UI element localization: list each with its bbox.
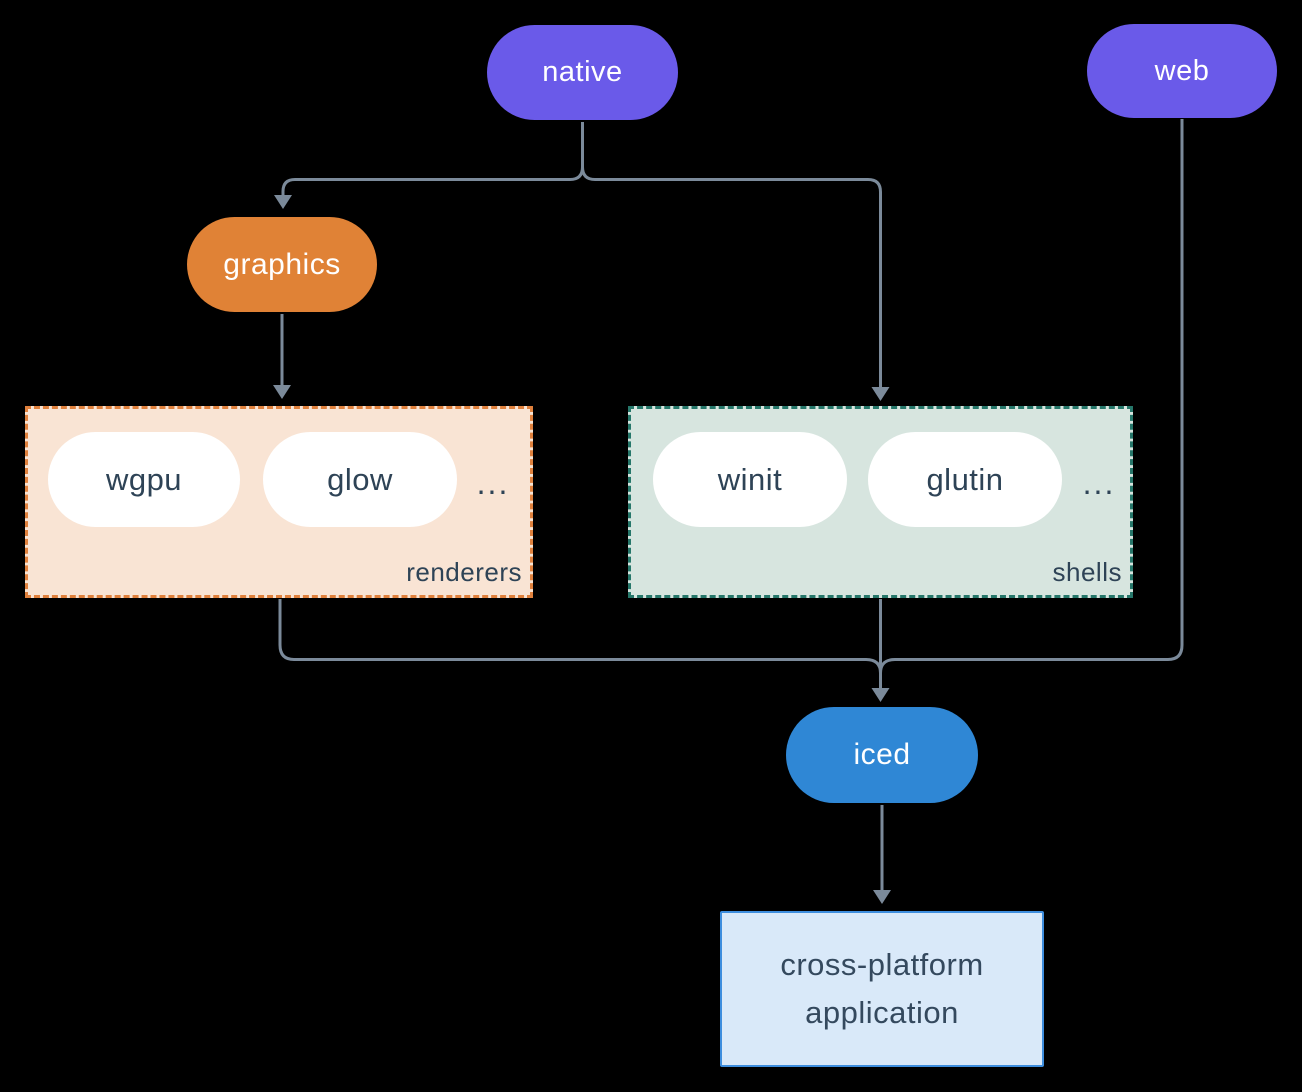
- node-native-label: native: [542, 56, 623, 88]
- shells-group-label: shells: [1052, 557, 1122, 587]
- node-glow: glow: [263, 432, 457, 527]
- shells-ellipsis: ...: [1082, 465, 1116, 501]
- node-wgpu: wgpu: [48, 432, 240, 527]
- node-winit: winit: [653, 432, 847, 527]
- node-glutin: glutin: [868, 432, 1062, 527]
- node-iced: iced: [786, 707, 978, 803]
- arrowhead-renderers: [273, 385, 291, 399]
- node-web: web: [1087, 24, 1277, 118]
- node-iced-label: iced: [853, 738, 911, 771]
- arrowheads: [273, 195, 891, 904]
- renderers-ellipsis: ...: [476, 465, 510, 501]
- node-cross-platform-application: cross-platform application: [720, 911, 1044, 1067]
- edge-web-to-junction: [879, 119, 1184, 674]
- edge-native-to-graphics: [281, 122, 584, 196]
- node-wgpu-label: wgpu: [105, 461, 183, 497]
- node-winit-label: winit: [717, 461, 783, 497]
- arrowhead-shells: [871, 387, 890, 401]
- node-native: native: [487, 25, 678, 120]
- edge-native-to-shells: [581, 122, 882, 388]
- edge-renderers-to-junction: [278, 599, 882, 674]
- arrowhead-graphics: [274, 195, 292, 209]
- arrowhead-iced: [871, 688, 890, 702]
- node-graphics: graphics: [187, 217, 377, 312]
- node-web-label: web: [1154, 54, 1210, 87]
- node-glutin-label: glutin: [926, 461, 1004, 497]
- node-glow-label: glow: [327, 461, 393, 497]
- application-label-line2: application: [805, 995, 959, 1030]
- application-label-line1: cross-platform: [780, 947, 984, 982]
- renderers-group-label: renderers: [406, 557, 522, 587]
- node-graphics-label: graphics: [223, 247, 341, 281]
- arrowhead-application: [873, 890, 891, 904]
- connector-lines: [278, 119, 1184, 891]
